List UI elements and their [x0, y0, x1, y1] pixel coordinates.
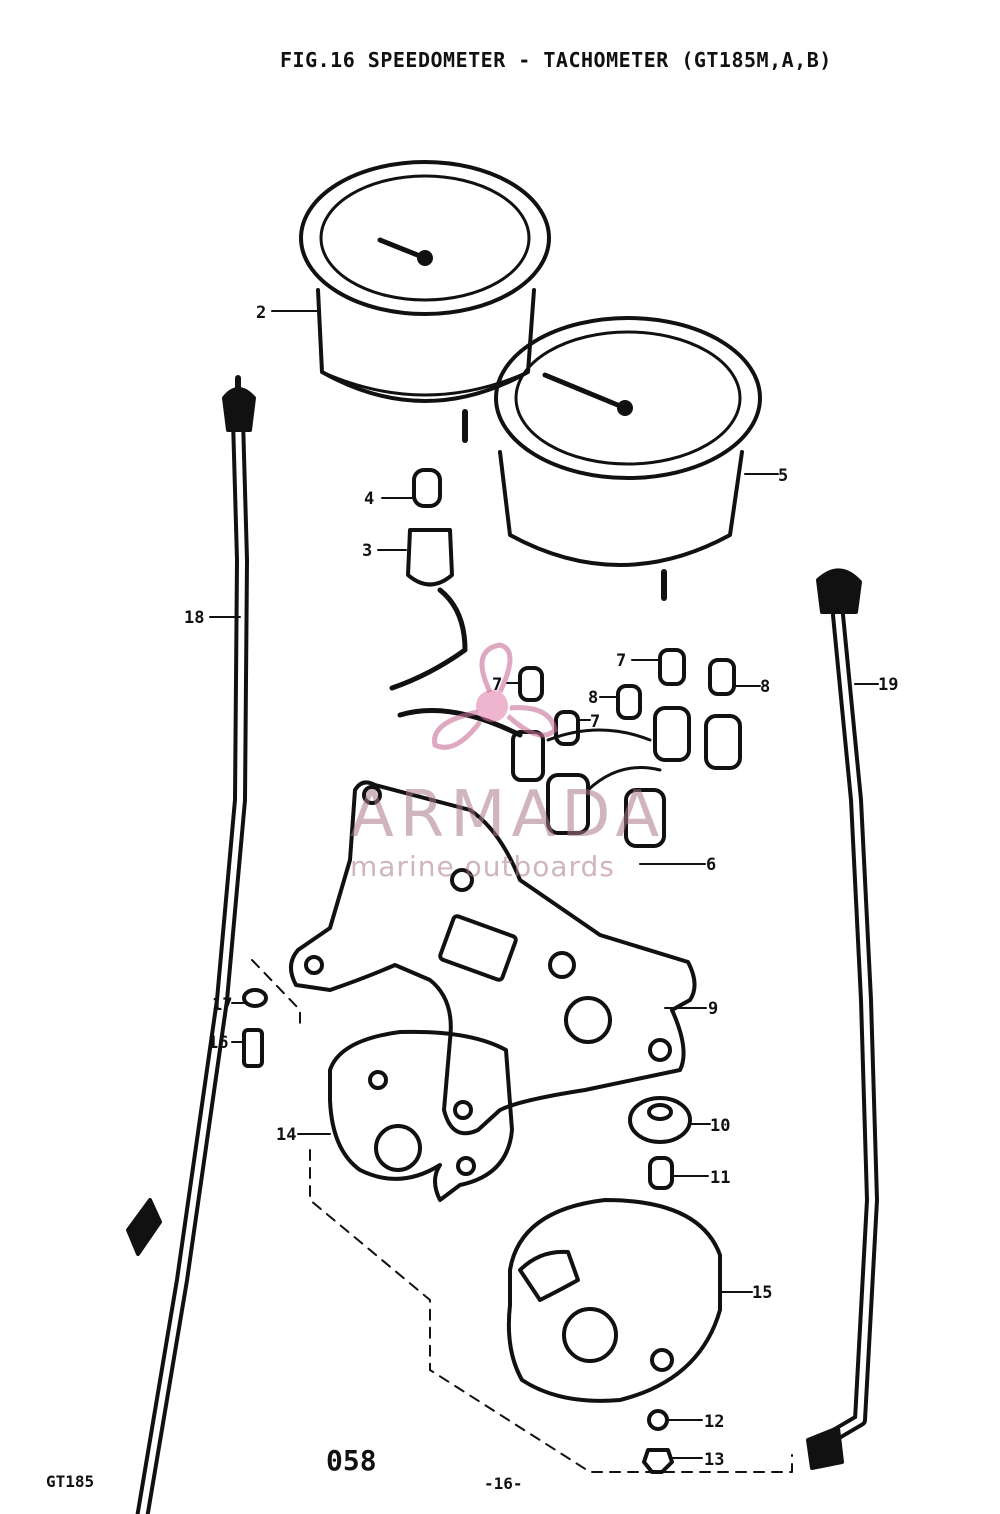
- callout-7-c: 7: [590, 712, 600, 732]
- callout-5: 5: [778, 466, 788, 486]
- watermark-tagline: marine outboards: [350, 850, 615, 883]
- tachometer-case-15: [506, 1198, 722, 1403]
- callout-16: 16: [208, 1033, 228, 1053]
- callout-17: 17: [212, 995, 232, 1015]
- callout-18: 18: [184, 608, 204, 628]
- watermark-brand: ARMADA: [350, 778, 666, 852]
- callout-10: 10: [710, 1116, 730, 1136]
- indicator-socket-assembly-6: [397, 706, 742, 848]
- speedometer-part: [299, 160, 551, 443]
- callout-6: 6: [706, 855, 716, 875]
- bulb-part-4: [412, 468, 442, 508]
- watermark-propeller-icon: [432, 642, 558, 750]
- callout-12: 12: [704, 1412, 724, 1432]
- footer-model: GT185: [46, 1472, 95, 1491]
- callout-7-b: 7: [492, 675, 502, 695]
- footer-code: 058: [326, 1444, 377, 1477]
- callout-19: 19: [878, 675, 898, 695]
- figure-title: FIG.16 SPEEDOMETER - TACHOMETER (GT185M,…: [280, 48, 832, 72]
- speedometer-case-14: [328, 1029, 514, 1202]
- callout-11: 11: [710, 1168, 730, 1188]
- callout-13: 13: [704, 1450, 724, 1470]
- callout-4: 4: [364, 489, 374, 509]
- callout-15: 15: [752, 1283, 772, 1303]
- callout-2: 2: [256, 303, 266, 323]
- footer-page-number: -16-: [484, 1474, 523, 1493]
- callout-7-a: 7: [616, 651, 626, 671]
- callout-14: 14: [276, 1125, 296, 1145]
- callout-8-a: 8: [588, 688, 598, 708]
- socket-part-3: [406, 528, 454, 587]
- meter-bracket-9: [289, 780, 697, 1136]
- tachometer-part: [494, 316, 762, 601]
- callout-3: 3: [362, 541, 372, 561]
- callout-9: 9: [708, 999, 718, 1019]
- callout-8-b: 8: [760, 677, 770, 697]
